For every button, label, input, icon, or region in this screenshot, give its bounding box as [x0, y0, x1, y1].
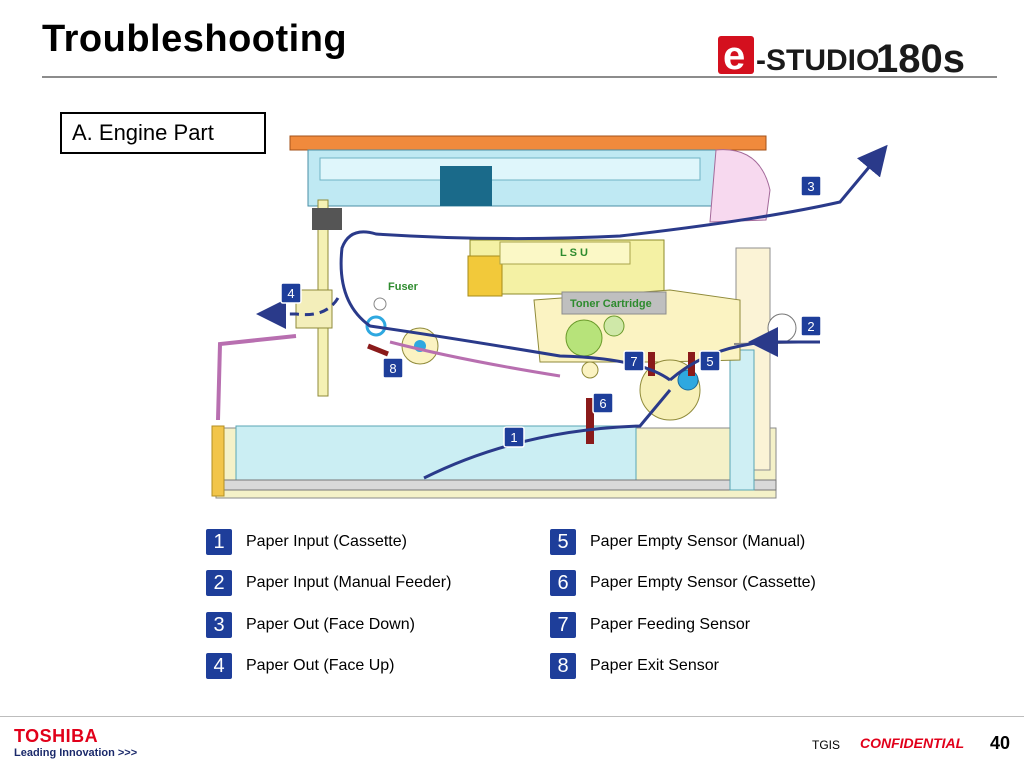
legend-item-5: 5 Paper Empty Sensor (Manual) — [550, 529, 805, 555]
page-number: 40 — [990, 733, 1011, 753]
footer-tgis: TGIS — [812, 738, 841, 752]
legend-label: Paper Empty Sensor (Manual) — [590, 533, 806, 550]
legend-item-3: 3 Paper Out (Face Down) — [206, 612, 415, 638]
toner-label: Toner Cartridge — [570, 298, 652, 310]
legend-item-8: 8 Paper Exit Sensor — [550, 653, 719, 679]
brand-logo: TOSHIBA — [14, 726, 99, 746]
svg-text:5: 5 — [706, 354, 713, 369]
marker-4: 4 — [280, 282, 302, 304]
legend-number: 4 — [206, 653, 232, 679]
legend-number: 5 — [550, 529, 576, 555]
marker-6: 6 — [592, 392, 614, 414]
legend-label: Paper Out (Face Up) — [246, 657, 395, 674]
legend-label: Paper Input (Cassette) — [246, 533, 407, 550]
legend-item-2: 2 Paper Input (Manual Feeder) — [206, 570, 451, 596]
svg-text:8: 8 — [389, 361, 396, 376]
marker-7: 7 — [623, 350, 645, 372]
section-label: A. Engine Part — [72, 120, 214, 145]
legend-label: Paper Input (Manual Feeder) — [246, 574, 452, 591]
engine-diagram: L S U Fuser Toner Cartridge 1 2 3 4 5 6 … — [211, 135, 888, 499]
legend-label: Paper Feeding Sensor — [590, 616, 751, 633]
fuser-label: Fuser — [388, 281, 419, 293]
svg-text:e: e — [723, 34, 745, 76]
legend-label: Paper Empty Sensor (Cassette) — [590, 574, 816, 591]
svg-text:1: 1 — [510, 430, 517, 445]
legend-number: 6 — [550, 570, 576, 596]
svg-text:180s: 180s — [876, 37, 965, 76]
svg-text:7: 7 — [630, 354, 637, 369]
svg-text:2: 2 — [807, 319, 814, 334]
legend-number: 8 — [550, 653, 576, 679]
brand-tagline: Leading Innovation >>> — [14, 747, 138, 759]
confidential-label: CONFIDENTIAL — [860, 735, 965, 751]
svg-text:3: 3 — [807, 179, 814, 194]
marker-1: 1 — [503, 426, 525, 448]
legend-number: 7 — [550, 612, 576, 638]
title-divider — [42, 76, 997, 78]
legend-label: Paper Exit Sensor — [590, 657, 719, 674]
marker-8: 8 — [382, 357, 404, 379]
marker-3: 3 — [800, 175, 822, 197]
legend-item-4: 4 Paper Out (Face Up) — [206, 653, 395, 679]
legend-number: 1 — [206, 529, 232, 555]
legend-number: 3 — [206, 612, 232, 638]
estudio-logo: e -STUDIO 180s — [718, 34, 965, 76]
legend-item-1: 1 Paper Input (Cassette) — [206, 529, 407, 555]
page-title: Troubleshooting — [42, 18, 348, 60]
marker-5: 5 — [699, 350, 721, 372]
legend-number: 2 — [206, 570, 232, 596]
legend-label: Paper Out (Face Down) — [246, 616, 415, 633]
marker-2: 2 — [800, 315, 822, 337]
footer-divider — [0, 716, 1024, 717]
section-label-box: A. Engine Part — [60, 112, 266, 154]
svg-text:6: 6 — [599, 396, 606, 411]
svg-text:-STUDIO: -STUDIO — [756, 44, 879, 76]
svg-text:4: 4 — [287, 286, 294, 301]
lsu-label: L S U — [560, 247, 588, 259]
legend-item-7: 7 Paper Feeding Sensor — [550, 612, 750, 638]
legend-item-6: 6 Paper Empty Sensor (Cassette) — [550, 570, 816, 596]
